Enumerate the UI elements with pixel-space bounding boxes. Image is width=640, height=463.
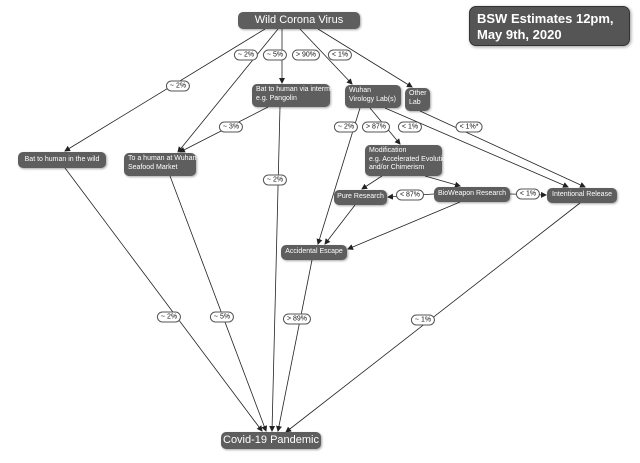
node-label: Bat to human in the wild	[24, 155, 100, 163]
edge-pure-to-accidental	[324, 204, 356, 245]
node-label: Intentional Release	[552, 191, 612, 199]
edge-seafood-to-pandemic	[169, 175, 268, 432]
edge-label-bioweapon-to-pure: < 87%	[395, 189, 425, 201]
edge-label-wuhan-lab-to-intentional: < 1%	[397, 121, 423, 133]
edge-wild-to-seafood	[177, 28, 279, 153]
node-accidental-escape: Accidental Escape	[281, 245, 347, 260]
node-pure-research: Pure Research	[334, 190, 387, 205]
node-wuhan-virology-lab: Wuhan Virology Lab(s)	[345, 85, 401, 108]
node-bat-to-human-intermediate: Bat to human via intermediate e.g. Pango…	[252, 84, 349, 107]
estimate-title-box: BSW Estimates 12pm, May 9th, 2020	[469, 6, 630, 46]
node-intentional-release: Intentional Release	[547, 188, 617, 203]
edge-wild-to-wuhanlab	[299, 28, 353, 85]
edge-wild-to-otherlab	[317, 28, 413, 88]
edge-modification-to-pure	[361, 175, 383, 190]
node-label-line-1: Modification	[369, 147, 407, 154]
node-wuhan-seafood-market: To a human at Wuhan Seafood Market	[124, 153, 196, 176]
node-bioweapon-research: BioWeapon Research	[434, 187, 510, 202]
node-label-line-1: To a human at Wuhan	[128, 155, 197, 162]
edge-label-wuhan-lab-to-accidental: ~ 2%	[333, 121, 359, 133]
node-label-line-1: Wuhan	[349, 87, 372, 94]
edge-label-intentional-to-pandemic: ~ 1%	[410, 314, 436, 326]
node-modification: Modification e.g. Accelerated Evolution …	[365, 145, 450, 176]
node-label-line-3: and/or Chimerism	[369, 164, 425, 171]
node-label: BioWeapon Research	[438, 190, 506, 198]
node-wild-corona-virus: Wild Corona Virus	[238, 12, 360, 29]
node-covid-19-pandemic: Covid-19 Pandemic	[221, 432, 321, 449]
edge-label-bat-wild-to-pandemic: ~ 2%	[156, 311, 182, 323]
edge-label-intermediate-to-seafood: ~ 3%	[218, 121, 244, 133]
node-label: Wild Corona Virus	[254, 14, 344, 26]
edge-wild-to-batwild	[64, 28, 266, 152]
node-label: Pure Research	[337, 193, 384, 201]
node-label-line-2: e.g. Pangolin	[256, 94, 297, 102]
edge-wuhanlab-to-intentional	[384, 107, 569, 188]
edge-label-bioweapon-to-intentional: < 1%	[515, 188, 541, 200]
edge-label-seafood-to-pandemic: ~ 5%	[209, 311, 235, 323]
edge-bioweapon-to-accidental	[347, 201, 461, 250]
node-label-line-2: Lab	[409, 98, 421, 106]
edge-label-wild-to-seafood: ~ 2%	[233, 49, 259, 61]
node-other-lab: Other Lab	[405, 88, 430, 111]
edge-label-wuhan-lab-to-modification: > 87%	[361, 121, 391, 133]
node-label-line-1: Other	[409, 90, 427, 97]
node-label-line-2: e.g. Accelerated Evolution	[369, 155, 450, 163]
node-label-line-1: Bat to human via intermediate	[256, 86, 349, 93]
node-label-line-2: Virology Lab(s)	[349, 95, 396, 103]
edge-batwild-to-pandemic	[64, 167, 263, 432]
edge-label-wild-to-intermediate: ~ 5%	[262, 49, 288, 61]
edge-label-other-lab-to-intentional: < 1%*	[455, 121, 483, 133]
node-label: Accidental Escape	[285, 248, 343, 256]
edge-accidental-to-pandemic	[276, 259, 313, 432]
edge-label-wild-to-bat-wild: ~ 2%	[165, 80, 191, 92]
title-line-1: BSW Estimates 12pm,	[477, 11, 614, 26]
edge-label-wild-to-other-lab: < 1%	[327, 49, 353, 61]
edge-label-wild-to-wuhan-lab: > 90%	[291, 49, 321, 61]
edge-modification-to-bioweapon	[424, 175, 461, 188]
edge-label-accidental-to-pandemic: > 89%	[282, 313, 312, 325]
edge-label-intermediate-to-pandemic: ~ 2%	[262, 174, 288, 186]
edge-otherlab-to-intentional	[419, 110, 586, 188]
node-bat-to-human-wild: Bat to human in the wild	[18, 152, 106, 168]
node-label: Covid-19 Pandemic	[223, 434, 319, 446]
edge-intermediate-to-pandemic	[269, 106, 281, 432]
node-label-line-2: Seafood Market	[128, 163, 178, 171]
title-line-2: May 9th, 2020	[477, 27, 562, 42]
